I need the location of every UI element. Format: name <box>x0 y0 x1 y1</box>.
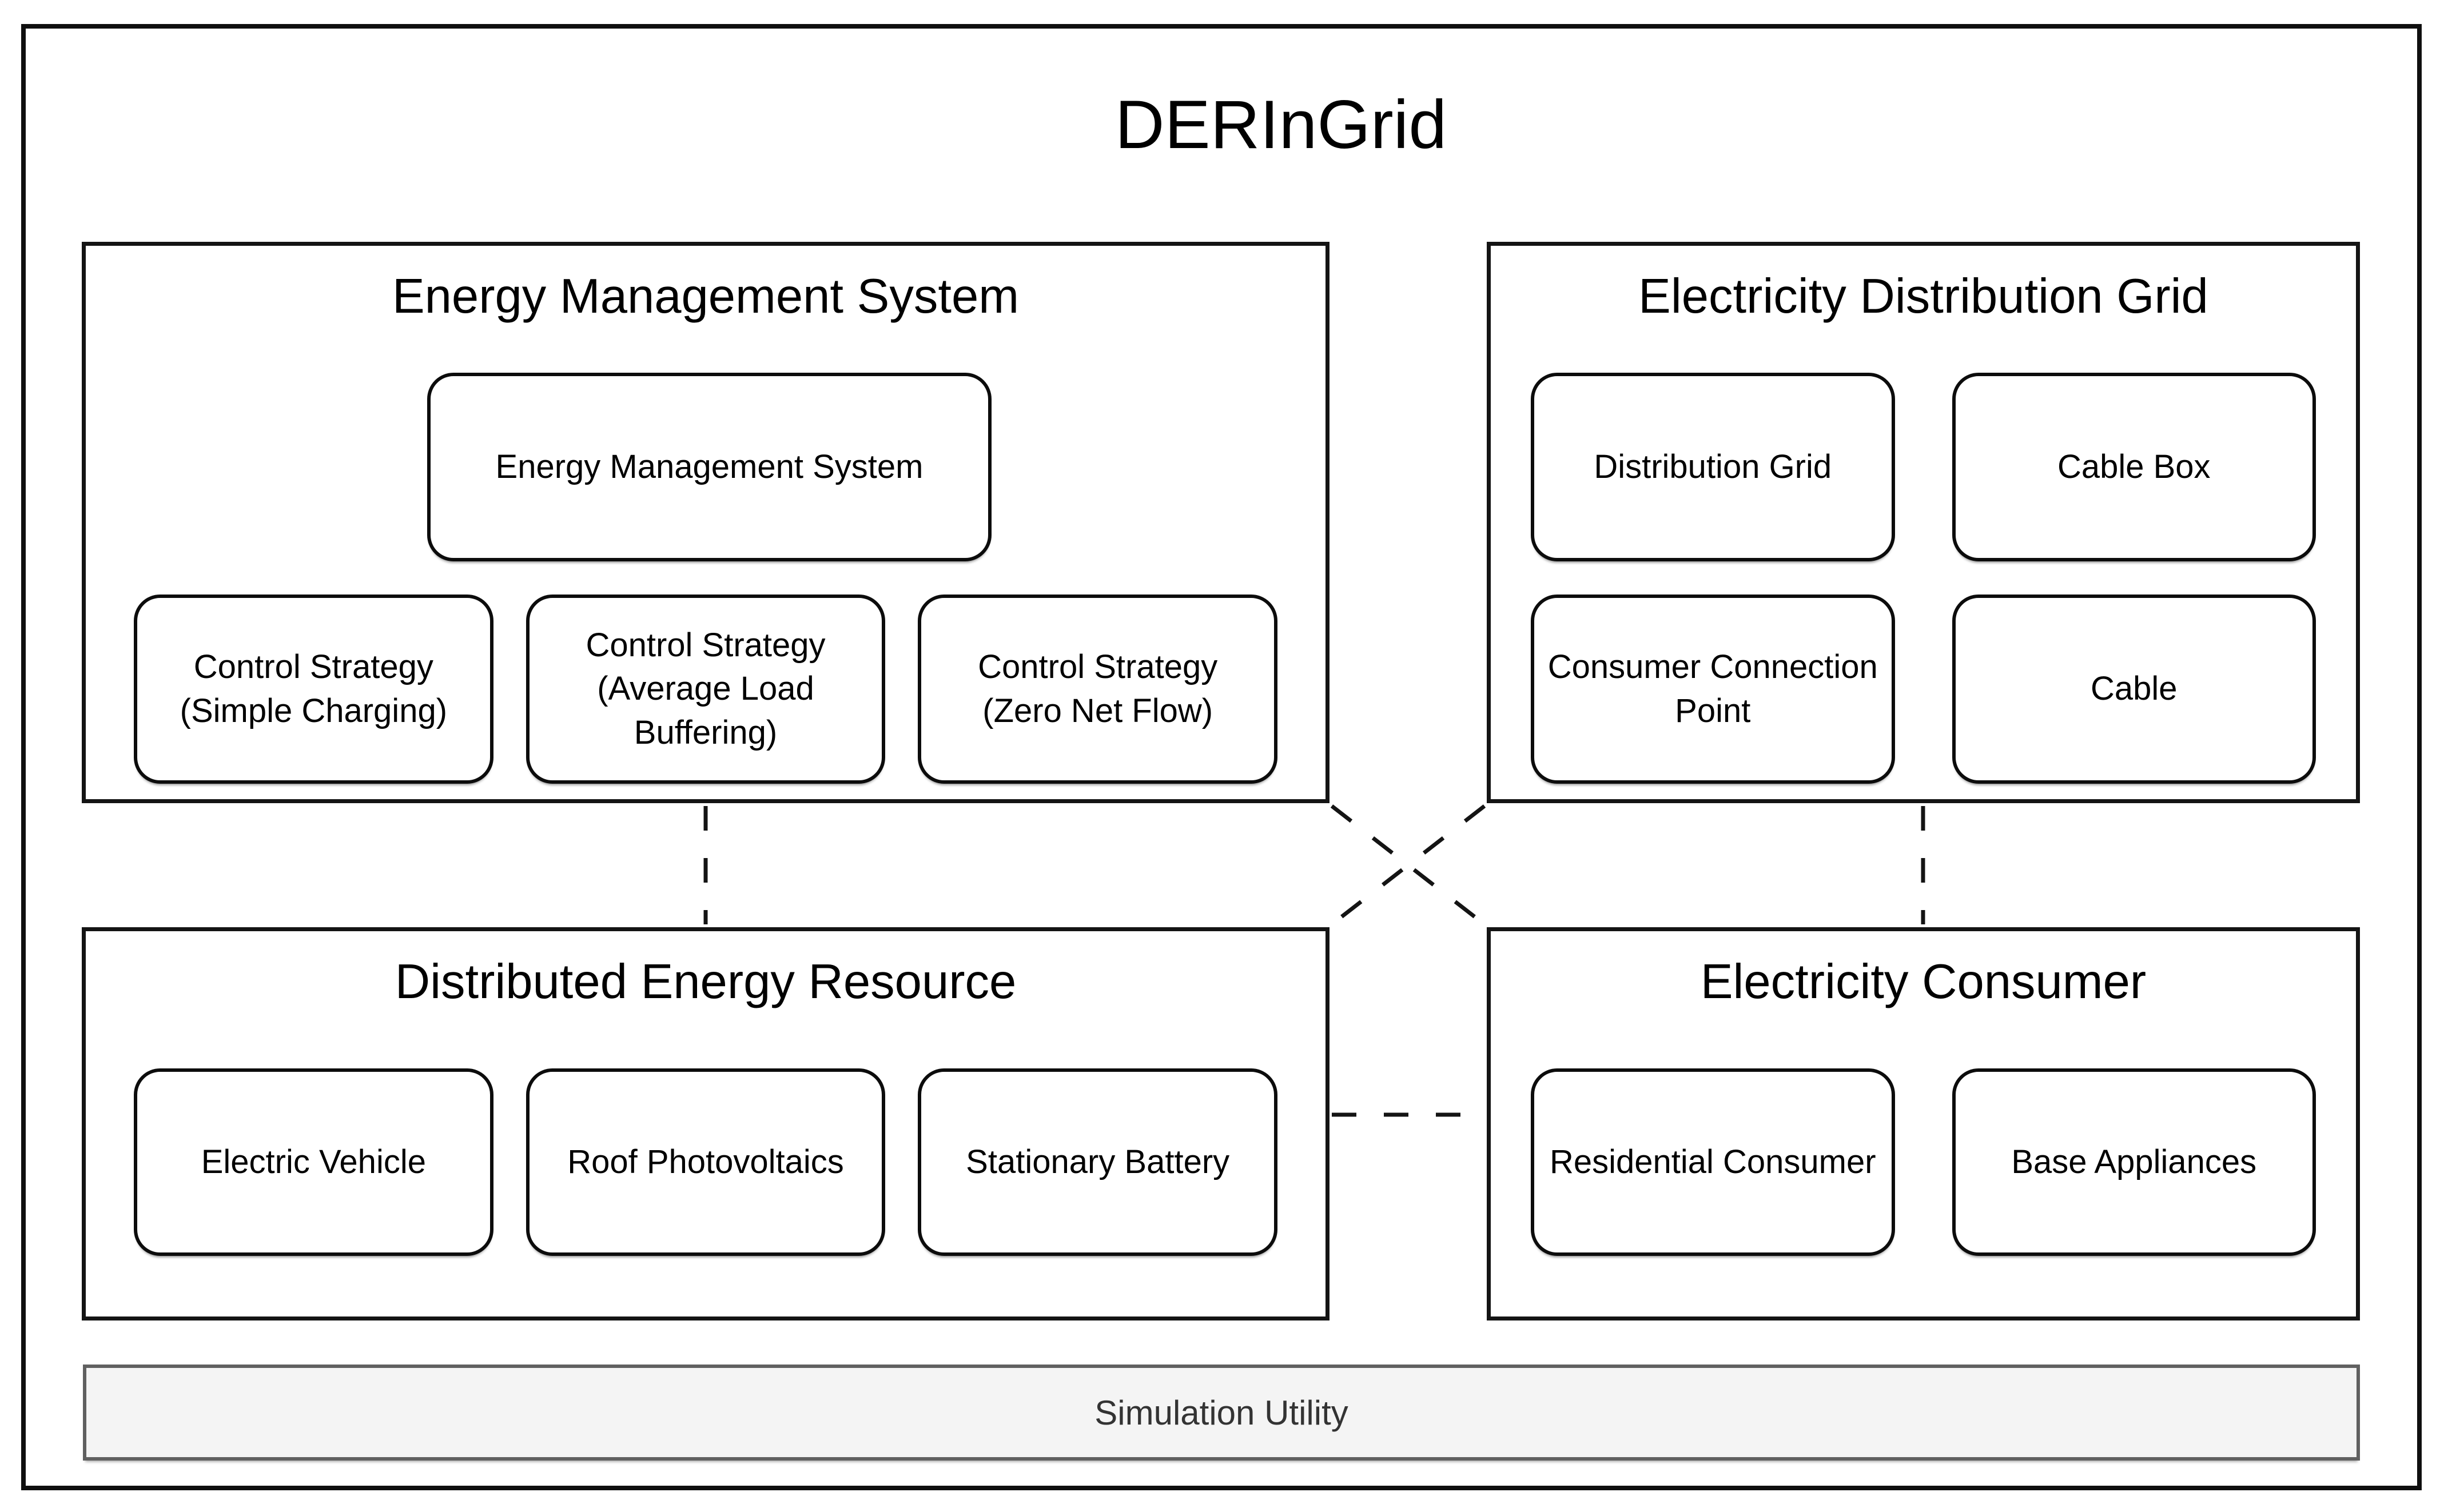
node-electric-vehicle: Electric Vehicle <box>134 1068 493 1256</box>
panel-electricity-distribution-grid: Electricity Distribution Grid Distributi… <box>1487 242 2360 803</box>
grid-row-bottom: Consumer Connection Point Cable <box>1531 595 2316 784</box>
simulation-utility-bar: Simulation Utility <box>83 1365 2360 1461</box>
consumer-row: Residential Consumer Base Appliances <box>1531 1068 2316 1256</box>
panel-title-distributed-energy-resource: Distributed Energy Resource <box>395 955 1017 1009</box>
resource-row: Electric Vehicle Roof Photovoltaics Stat… <box>134 1068 1278 1256</box>
panel-distributed-energy-resource: Distributed Energy Resource Electric Veh… <box>82 927 1330 1320</box>
node-cable: Cable <box>1952 595 2316 784</box>
node-stationary-battery: Stationary Battery <box>918 1068 1278 1256</box>
panel-electricity-consumer: Electricity Consumer Residential Consume… <box>1487 927 2360 1320</box>
panel-energy-management-system: Energy Management System Energy Manageme… <box>82 242 1330 803</box>
control-strategy-row: Control Strategy (Simple Charging) Contr… <box>134 595 1278 784</box>
simulation-utility-label: Simulation Utility <box>1094 1393 1348 1432</box>
node-consumer-connection-point: Consumer Connection Point <box>1531 595 1895 784</box>
node-control-strategy-average-load-buffering: Control Strategy (Average Load Buffering… <box>526 595 886 784</box>
node-distribution-grid: Distribution Grid <box>1531 373 1895 561</box>
panel-title-electricity-distribution-grid: Electricity Distribution Grid <box>1638 269 2208 324</box>
node-energy-management-system: Energy Management System <box>427 373 992 561</box>
node-base-appliances: Base Appliances <box>1952 1068 2316 1256</box>
panel-title-electricity-consumer: Electricity Consumer <box>1700 955 2147 1009</box>
node-cable-box: Cable Box <box>1952 373 2316 561</box>
node-roof-photovoltaics: Roof Photovoltaics <box>526 1068 886 1256</box>
grid-row-top: Distribution Grid Cable Box <box>1531 373 2316 561</box>
diagram-outer-border <box>21 24 2422 1490</box>
panel-title-energy-management-system: Energy Management System <box>392 269 1020 324</box>
node-control-strategy-simple-charging: Control Strategy (Simple Charging) <box>134 595 493 784</box>
node-control-strategy-zero-net-flow: Control Strategy (Zero Net Flow) <box>918 595 1278 784</box>
node-residential-consumer: Residential Consumer <box>1531 1068 1895 1256</box>
diagram-title: DERInGrid <box>1114 86 1447 163</box>
